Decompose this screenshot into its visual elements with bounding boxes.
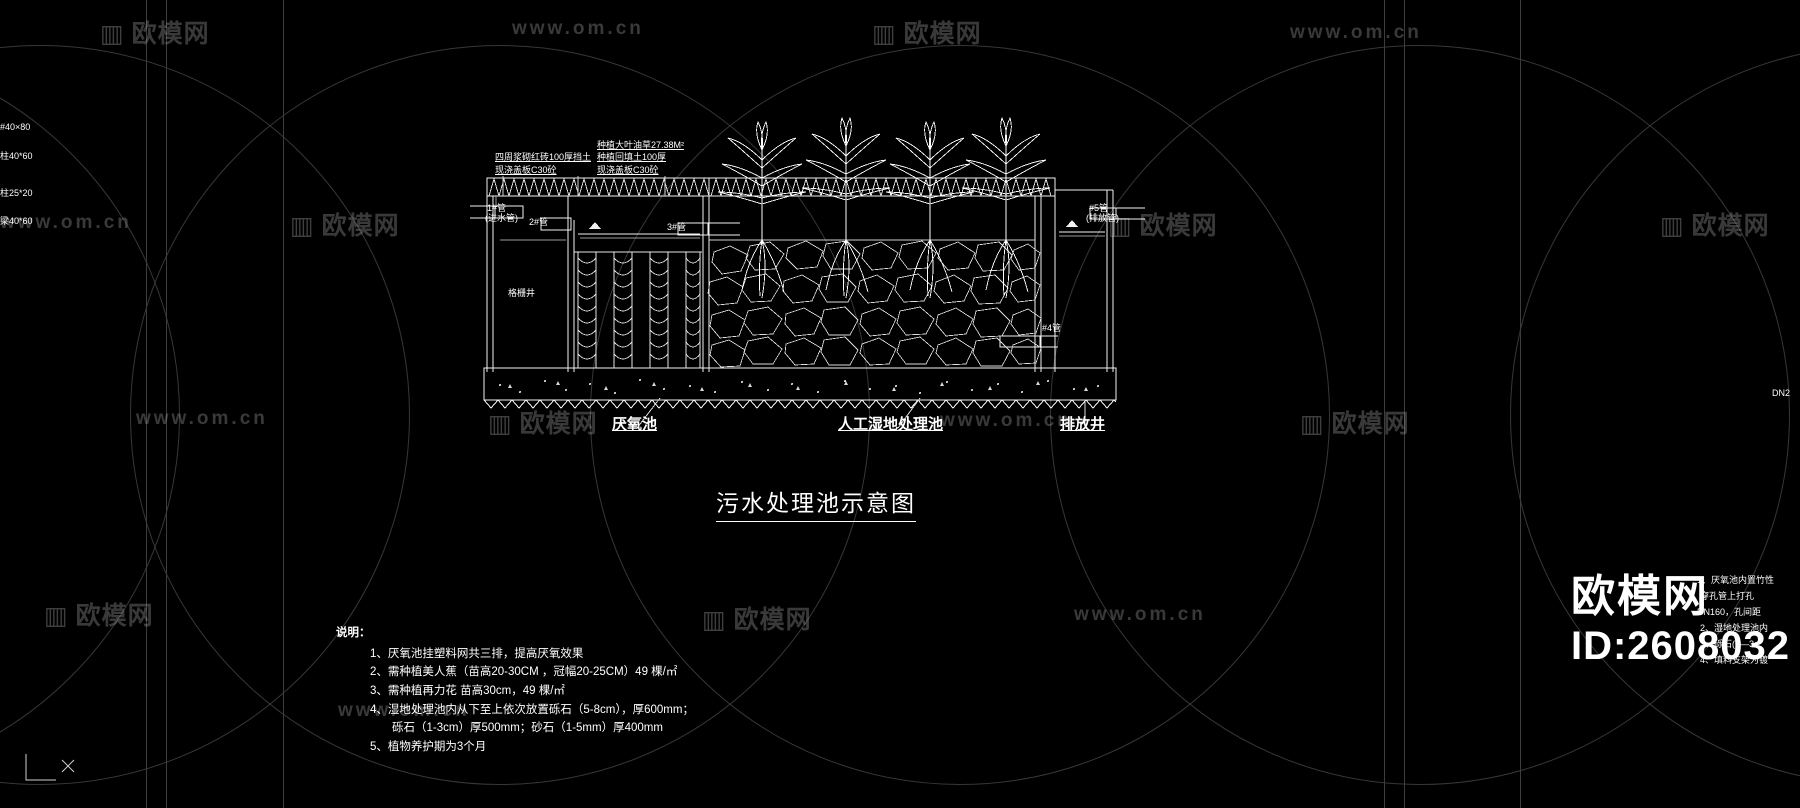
note-item: 4、湿地处理池内从下至上依次放置砾石（5-8cm），厚600mm； xyxy=(370,703,694,716)
ucs-crosshair-icon xyxy=(22,750,82,790)
annotation-pipe-5: #5管 xyxy=(1089,203,1109,213)
section-label-outlet: 排放井 xyxy=(1060,416,1106,433)
annotation-pipe-1: 1#管 xyxy=(487,203,507,213)
annotation-left-edge-4: 梁40*60 xyxy=(0,216,33,226)
annotation-right-note-5: 3、砾石(1—3c xyxy=(1700,639,1759,649)
note-item: 2、需种植美人蕉（苗高20-30CM ，冠幅20-25CM）49 棵/㎡ xyxy=(370,666,678,679)
annotation-backfill-soil: 种植回填土100厚 xyxy=(597,152,667,162)
annotation-right-note-4: 2、湿地处理池内 xyxy=(1700,623,1769,633)
annotation-pipe-1-sub: (进水管) xyxy=(485,213,518,223)
annotation-right-note-1: 1、厌氧池内置竹性 xyxy=(1697,575,1775,585)
brand-name: 欧模网 xyxy=(1570,572,1709,621)
section-label-anaerobic: 厌氧池 xyxy=(612,416,658,433)
brand-id-panel: 欧模网 ID:2608032 xyxy=(1561,556,1800,673)
annotation-right-edge-dn: DN2 xyxy=(1772,388,1791,398)
section-label-wetland: 人工湿地处理池 xyxy=(838,416,944,433)
notes-heading: 说明： xyxy=(336,627,371,639)
annotation-left-edge-2: 柱40*60 xyxy=(0,151,33,161)
note-item: 5、植物养护期为3个月 xyxy=(370,740,487,753)
annotation-left-edge-1: #40×80 xyxy=(0,122,31,132)
annotation-pipe-5-sub: (排放管) xyxy=(1086,213,1119,223)
annotation-right-note-6: 4、填料支架为镀 xyxy=(1700,655,1769,665)
annotation-brick-retain: 四周浆砌红砖100厚挡土 xyxy=(495,152,592,162)
notes-block: 说明： 1、厌氧池挂塑料网共三排，提高厌氧效果 2、需种植美人蕉（苗高20-30C… xyxy=(336,624,694,756)
note-item: 1、厌氧池挂塑料网共三排，提高厌氧效果 xyxy=(370,647,584,660)
annotation-left-edge-3: 柱25*20 xyxy=(0,188,33,198)
drawing-title: 污水处理池示意图 xyxy=(716,484,916,522)
annotation-grit-well: 格栅井 xyxy=(508,288,536,298)
note-item: 3、需种植再力花 苗高30cm，49 棵/㎡ xyxy=(370,684,565,697)
annotation-right-note-3: DN160，孔间距 xyxy=(1697,607,1762,617)
note-item: 砾石（1-3cm）厚500mm；砂石（1-5mm）厚400mm xyxy=(392,722,663,735)
annotation-pipe-3: 3#管 xyxy=(667,222,687,232)
annotation-grass-area: 种植大叶油草27.38M² xyxy=(597,140,685,150)
model-id: ID:2608032 xyxy=(1570,624,1790,668)
annotation-pipe-2: 2#管 xyxy=(529,217,549,227)
annotation-cover-slab-right: 现浇盖板C30砼 xyxy=(597,165,659,175)
annotation-pipe-4: #4管 xyxy=(1042,323,1062,333)
annotation-cover-slab-left: 现浇盖板C30砼 xyxy=(495,165,557,175)
annotation-right-note-2: 穿孔管上打孔 xyxy=(1700,591,1755,601)
